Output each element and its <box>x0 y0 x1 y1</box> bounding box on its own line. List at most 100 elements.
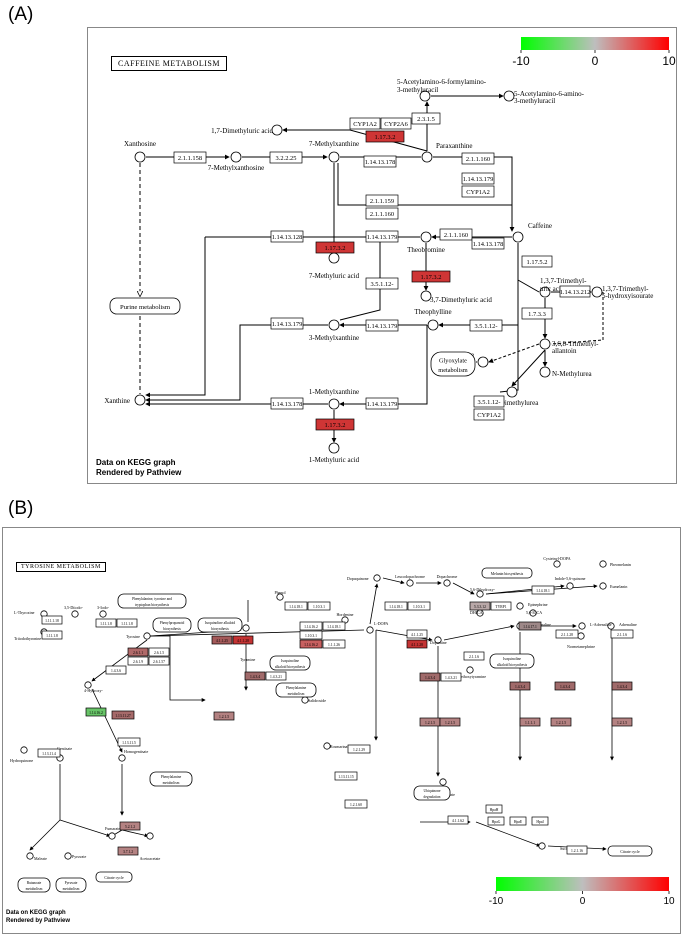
enzyme-box[interactable]: 1.2.1.5 <box>611 717 633 727</box>
enzyme-box[interactable]: 2.6.1.5 <box>148 647 170 657</box>
enzyme-box[interactable]: HpaE <box>509 816 527 826</box>
enzyme-box[interactable]: 1.14.18.1 <box>284 601 308 611</box>
pathway-map-purine-metabolism[interactable]: Purine metabolism <box>109 297 181 315</box>
enzyme-box[interactable]: 1.11.1.8 <box>41 630 63 640</box>
enzyme-box[interactable]: 1.14.18.1 <box>384 601 408 611</box>
enzyme-box[interactable]: 2.1.1.158 <box>173 151 207 164</box>
enzyme-box[interactable]: 1.1.1.26 <box>322 639 346 649</box>
enzyme-box[interactable]: 4.1.1.28 <box>406 639 428 649</box>
enzyme-box[interactable]: 1.14.13.179 <box>270 317 304 330</box>
enzyme-box[interactable]: 1.10.3.1 <box>307 601 331 611</box>
enzyme-box[interactable]: 1.2.1.5 <box>550 717 572 727</box>
enzyme-box[interactable]: TYRP1 <box>490 601 512 611</box>
enzyme-box[interactable]: 1.4.3.4 <box>611 681 633 691</box>
enzyme-box[interactable]: 2.1.1.160 <box>461 152 495 165</box>
enzyme-box[interactable]: 3.7.1.2 <box>117 846 139 856</box>
enzyme-box[interactable]: HpaH <box>485 804 503 814</box>
enzyme-box[interactable]: 1.2.1.29 <box>347 744 371 754</box>
enzyme-box[interactable]: 1.4.3.21 <box>440 672 462 682</box>
pathway-map-citrate-cycle[interactable]: Citrate cycle <box>95 871 133 883</box>
enzyme-box[interactable]: 1.11.1.8 <box>95 618 117 628</box>
enzyme-box[interactable]: 1.14.13.212 <box>559 285 591 298</box>
enzyme-box[interactable]: 2.1.1.160 <box>365 207 399 220</box>
enzyme-box[interactable]: 1.4.3.4 <box>419 672 441 682</box>
enzyme-box[interactable]: 1.4.3.4 <box>244 671 266 681</box>
pathway-map-citrate-cycle[interactable]: Citrate cycle <box>607 845 653 857</box>
enzyme-box[interactable]: 1.11.1.18 <box>41 615 63 625</box>
enzyme-box[interactable]: 1.11.1.8 <box>116 618 138 628</box>
enzyme-box[interactable]: 1.13.11.4 <box>37 748 61 758</box>
enzyme-box[interactable]: 1.17.3.2 <box>315 418 355 431</box>
enzyme-box[interactable]: 1.2.1.60 <box>344 799 368 809</box>
enzyme-box[interactable]: 1.17.5.2 <box>521 255 553 268</box>
enzyme-box[interactable]: 1.10.3.1 <box>407 601 431 611</box>
enzyme-box[interactable]: 2.6.1.9 <box>127 656 149 666</box>
enzyme-box[interactable]: 1.14.13.178 <box>363 155 397 168</box>
enzyme-box[interactable]: 1.17.3.2 <box>365 130 405 143</box>
enzyme-box[interactable]: HpaG <box>487 816 505 826</box>
enzyme-box[interactable]: 2.3.1.5 <box>411 112 441 125</box>
enzyme-box[interactable]: 1.14.16.2 <box>85 707 107 717</box>
enzyme-box[interactable]: 1.14.18.1 <box>531 585 555 595</box>
enzyme-box[interactable]: 1.14.13.128 <box>270 230 304 243</box>
enzyme-box[interactable]: 1.17.3.2 <box>315 241 355 254</box>
enzyme-box[interactable]: 1.14.18.1 <box>322 621 346 631</box>
enzyme-box[interactable]: 1.14.16.2 <box>299 639 323 649</box>
enzyme-box[interactable]: 5.2.1.2 <box>119 821 141 831</box>
enzyme-box[interactable]: 1.14.16.2 <box>299 621 323 631</box>
enzyme-box[interactable]: 2.6.1.57 <box>148 656 170 666</box>
enzyme-box[interactable]: 4.1.1.25 <box>211 635 233 645</box>
enzyme-box[interactable]: 1.13.11.5 <box>117 737 141 747</box>
enzyme-box[interactable]: 4.1.1.25 <box>406 629 428 639</box>
enzyme-box[interactable]: 1.14.17.1 <box>518 621 542 631</box>
enzyme-box[interactable]: 3.5.1.12- <box>473 395 505 408</box>
enzyme-box[interactable]: 1.4.3.4 <box>554 681 576 691</box>
enzyme-box[interactable]: CYP1A2 <box>461 185 495 198</box>
enzyme-box[interactable]: 1.14.13.179 <box>365 319 399 332</box>
enzyme-box[interactable]: 1.14.13.179 <box>365 230 399 243</box>
enzyme-box[interactable]: 1.14.13.179 <box>365 397 399 410</box>
enzyme-box[interactable]: CYP2A6 <box>380 117 412 130</box>
enzyme-box[interactable]: 1.17.3.2 <box>411 270 451 283</box>
enzyme-box[interactable]: 1.10.3.1 <box>299 630 323 640</box>
enzyme-box[interactable]: 1.4.3.6 <box>105 665 127 675</box>
enzyme-box[interactable]: 1.4.3.21 <box>265 671 287 681</box>
enzyme-box[interactable]: 5.3.3.12 <box>469 601 491 611</box>
enzyme-box[interactable]: 4.1.1.62 <box>447 815 469 825</box>
enzyme-box[interactable]: 3.2.2.25 <box>269 151 303 164</box>
pathway-map-melanin-biosynthesis[interactable]: Melanin biosynthesis <box>481 567 533 579</box>
enzyme-box[interactable]: 1.14.13.179 <box>461 172 495 185</box>
enzyme-box[interactable]: CYP1A2 <box>473 408 505 421</box>
enzyme-box[interactable]: 2.1.1.160 <box>439 228 473 241</box>
enzyme-box[interactable]: 1.14.13.178 <box>270 397 304 410</box>
enzyme-box[interactable]: 1.2.1.5 <box>439 717 461 727</box>
enzyme-box[interactable]: 3.5.1.12- <box>469 319 503 332</box>
enzyme-box[interactable]: CYP1A2 <box>349 117 381 130</box>
enzyme-box[interactable]: 2.1.1.6 <box>463 651 485 661</box>
enzyme-box[interactable]: 2.1.1.159 <box>365 194 399 207</box>
enzyme-box[interactable]: HpaI <box>531 816 549 826</box>
enzyme-box[interactable]: 2.6.1.1 <box>127 647 149 657</box>
enzyme-box[interactable]: 1.13.11.15 <box>334 771 358 781</box>
enzyme-box[interactable]: 1.14.13.178 <box>471 237 505 250</box>
enzyme-box[interactable]: 2.1.1.6 <box>610 629 634 639</box>
enzyme-box[interactable]: 2.1.1.28 <box>555 629 579 639</box>
enzyme-box[interactable]: 1.13.11.27 <box>111 710 135 720</box>
enzyme-box[interactable]: 4.1.1.28 <box>232 635 254 645</box>
enzyme-box[interactable]: 3.5.1.12- <box>365 277 399 290</box>
enzyme-box[interactable]: 1.1.1.1 <box>519 717 541 727</box>
enzyme-box[interactable]: 1.7.3.3 <box>521 307 553 320</box>
enzyme-box[interactable]: 1.2.1.5 <box>419 717 441 727</box>
enzyme-box[interactable]: 1.4.3.4 <box>509 681 531 691</box>
